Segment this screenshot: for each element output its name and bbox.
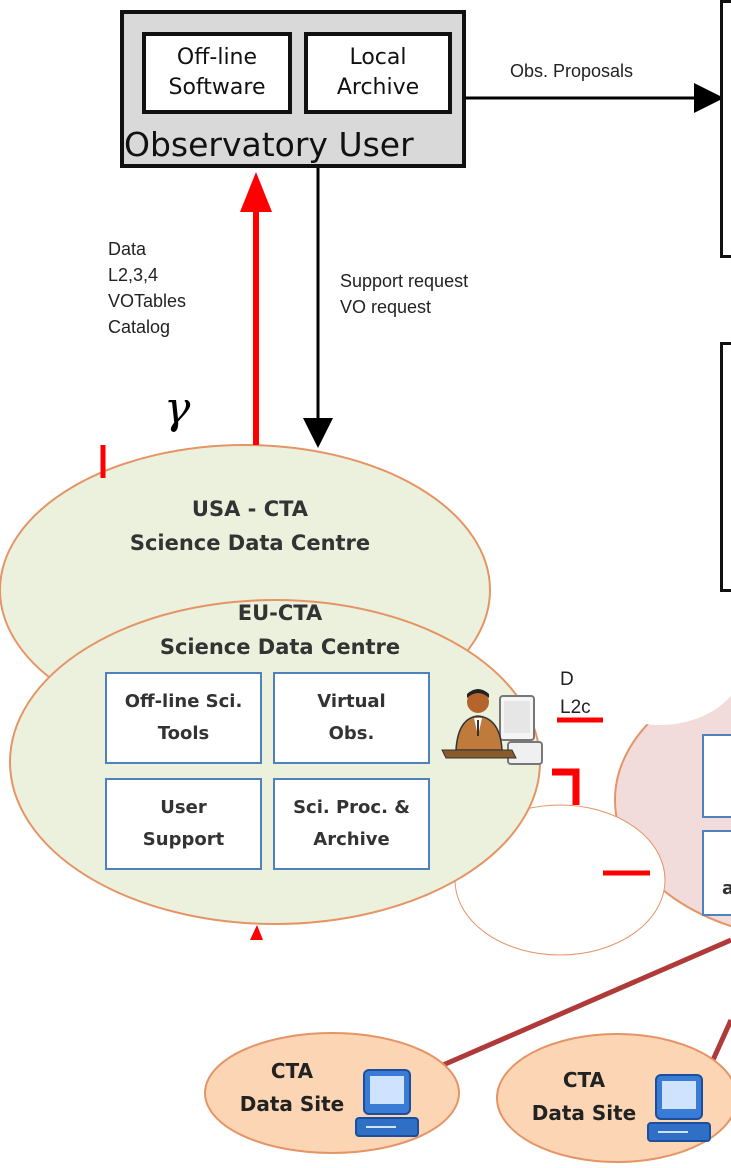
observatory-user-title: Observatory User <box>124 125 414 164</box>
user-support-label: User Support <box>142 797 225 850</box>
offline-software-box: Off-line Software <box>142 32 292 114</box>
right-middle-box <box>720 342 731 592</box>
right-centre-box-2: a <box>702 830 731 916</box>
site-connector-left <box>419 937 731 1078</box>
local-archive-box: Local Archive <box>304 32 452 114</box>
sci-proc-archive-label: Sci. Proc. & Archive <box>293 797 410 850</box>
right-centre-box-1 <box>702 734 731 818</box>
user-support-box: User Support <box>105 778 262 870</box>
virtual-obs-label: Virtual Obs. <box>317 691 386 744</box>
overlay-blob-upper <box>575 595 731 725</box>
scientist-at-computer-icon <box>441 689 543 765</box>
sci-proc-archive-box: Sci. Proc. & Archive <box>273 778 430 870</box>
red-mark-bracket <box>552 768 580 805</box>
virtual-obs-box: Virtual Obs. <box>273 672 430 764</box>
offline-sci-tools-label: Off-line Sci. Tools <box>124 691 243 744</box>
observatory-user-box: Off-line Software Local Archive Observat… <box>120 10 466 168</box>
offline-sci-tools-box: Off-line Sci. Tools <box>105 672 262 764</box>
partial-data-label: D L2c <box>560 669 591 718</box>
right-top-box <box>720 0 731 258</box>
local-archive-label: Local Archive <box>336 45 420 100</box>
eu-centre-title: EU-CTA Science Data Centre <box>159 601 401 659</box>
red-mark-bottom-tip <box>250 925 263 940</box>
data-site-label-2: CTA Data Site <box>531 1068 637 1125</box>
data-return-arrow-head <box>240 172 272 212</box>
data-products-label: Data L2,3,4 VOTables Catalog <box>108 239 187 337</box>
computer-icon <box>355 1069 419 1137</box>
offline-software-label: Off-line Software <box>168 45 266 100</box>
usa-centre-title: USA - CTA Science Data Centre <box>129 497 371 555</box>
computer-icon <box>647 1074 711 1142</box>
data-site-label-1: CTA Data Site <box>239 1059 345 1116</box>
right-centre-box-2-label: a <box>722 878 731 899</box>
obs-proposals-label: Obs. Proposals <box>510 61 634 81</box>
gamma-symbol: γ <box>164 383 191 434</box>
requests-label: Support request VO request <box>340 271 469 317</box>
